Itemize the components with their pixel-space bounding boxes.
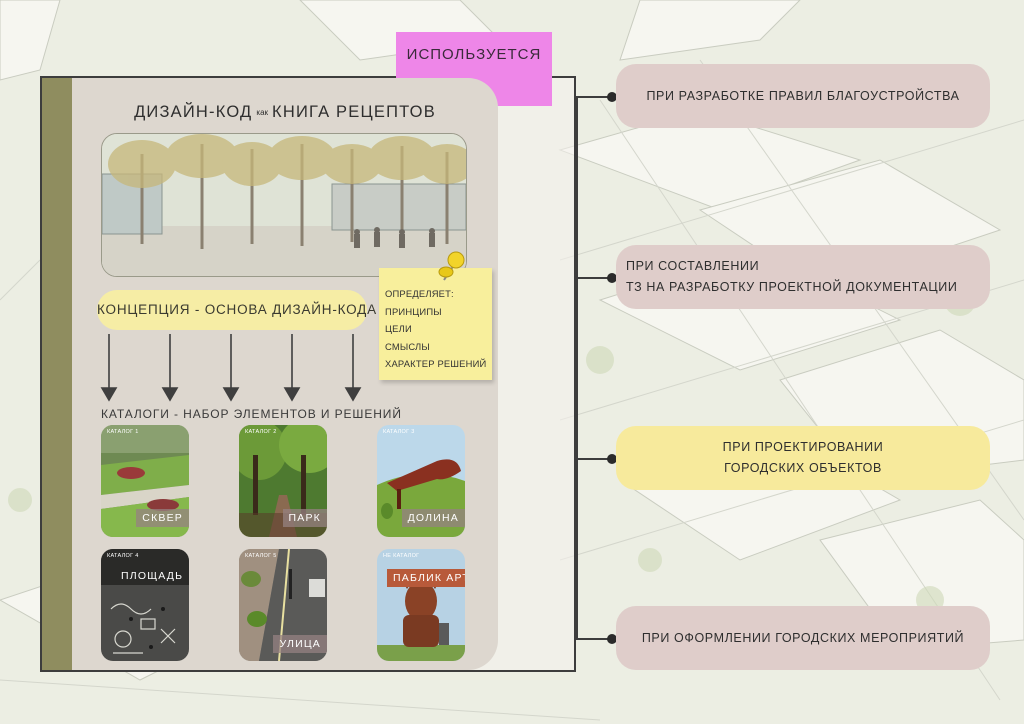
connector-line — [576, 96, 578, 638]
card-title: ПАБЛИК АРТ — [387, 569, 465, 587]
title-part2: КНИГА РЕЦЕПТОВ — [272, 103, 436, 121]
card-title: ДОЛИНА — [401, 509, 465, 527]
use-events: ПРИ ОФОРМЛЕНИИ ГОРОДСКИХ МЕРОПРИЯТИЙ — [616, 606, 990, 670]
connector-dot — [607, 273, 617, 283]
card-title: УЛИЦА — [273, 635, 327, 653]
use-line: ПРИ ОФОРМЛЕНИИ ГОРОДСКИХ МЕРОПРИЯТИЙ — [641, 630, 965, 645]
catalog-card-park: КАТАЛОГ 2 ПАРК — [239, 425, 327, 537]
ulitsa-photo — [239, 549, 327, 661]
card-number: КАТАЛОГ 2 — [245, 429, 277, 435]
note-line: ХАРАКТЕР РЕШЕНИЙ — [385, 358, 487, 369]
catalog-card-ulitsa: КАТАЛОГ 5 УЛИЦА — [239, 549, 327, 661]
concept-label: КОНЦЕПЦИЯ - ОСНОВА ДИЗАЙН-КОДА — [97, 290, 376, 330]
public-art-photo — [377, 549, 465, 661]
ploshchad-photo — [101, 549, 189, 661]
connector-branch — [576, 96, 612, 98]
connector-branch — [576, 458, 612, 460]
card-number: КАТАЛОГ 4 — [107, 553, 139, 559]
usage-tag-label: ИСПОЛЬЗУЕТСЯ — [406, 46, 542, 63]
use-line: ПРИ ПРОЕКТИРОВАНИИ — [722, 440, 884, 454]
use-design: ПРИ ПРОЕКТИРОВАНИИ ГОРОДСКИХ ОБЪЕКТОВ — [616, 426, 990, 490]
use-line: ПРИ РАЗРАБОТКЕ ПРАВИЛ БЛАГОУСТРОЙСТВА — [646, 88, 960, 103]
connector-dot — [607, 454, 617, 464]
title-connector: как — [256, 108, 269, 118]
note-line: СМЫСЛЫ — [385, 340, 430, 352]
connector-dot — [607, 92, 617, 102]
connector-branch — [576, 277, 612, 279]
connector-branch — [576, 638, 612, 640]
book-spine — [42, 78, 72, 670]
card-number: КАТАЛОГ 5 — [245, 553, 277, 559]
use-rules: ПРИ РАЗРАБОТКЕ ПРАВИЛ БЛАГОУСТРОЙСТВА — [616, 64, 990, 128]
catalogs-label: КАТАЛОГИ - НАБОР ЭЛЕМЕНТОВ И РЕШЕНИЙ — [101, 407, 402, 421]
note-line: ПРИНЦИПЫ — [385, 305, 442, 317]
catalog-card-dolina: КАТАЛОГ 3 ДОЛИНА — [377, 425, 465, 537]
connector-dot — [607, 634, 617, 644]
card-title: СКВЕР — [136, 509, 189, 527]
catalog-card-skver: КАТАЛОГ 1 СКВЕР — [101, 425, 189, 537]
catalog-card-ploshchad: КАТАЛОГ 4 ПЛОЩАДЬ — [101, 549, 189, 661]
sticky-note: ОПРЕДЕЛЯЕТ: ПРИНЦИПЫ ЦЕЛИ СМЫСЛЫ ХАРАКТЕ… — [379, 268, 492, 380]
use-line: ПРИ СОСТАВЛЕНИИ — [626, 259, 760, 273]
card-number: НЕ КАТАЛОГ — [383, 553, 420, 559]
use-tor: ПРИ СОСТАВЛЕНИИ ТЗ НА РАЗРАБОТКУ ПРОЕКТН… — [616, 245, 990, 309]
pushpin-icon — [438, 251, 465, 281]
card-number: КАТАЛОГ 1 — [107, 429, 139, 435]
catalog-card-public-art: НЕ КАТАЛОГ ПАБЛИК АРТ — [377, 549, 465, 661]
note-line: ЦЕЛИ — [385, 323, 412, 334]
card-title: ПЛОЩАДЬ — [121, 570, 184, 582]
note-line: ОПРЕДЕЛЯЕТ: — [385, 288, 454, 299]
courtyard-illustration — [101, 133, 467, 277]
card-title: ПАРК — [282, 509, 327, 527]
card-number: КАТАЛОГ 3 — [383, 429, 415, 435]
title-part1: ДИЗАЙН-КОД — [134, 103, 253, 121]
use-line: ТЗ НА РАЗРАБОТКУ ПРОЕКТНОЙ ДОКУМЕНТАЦИИ — [626, 280, 958, 294]
concept-arrows — [100, 334, 362, 402]
use-line: ГОРОДСКИХ ОБЪЕКТОВ — [724, 461, 882, 475]
